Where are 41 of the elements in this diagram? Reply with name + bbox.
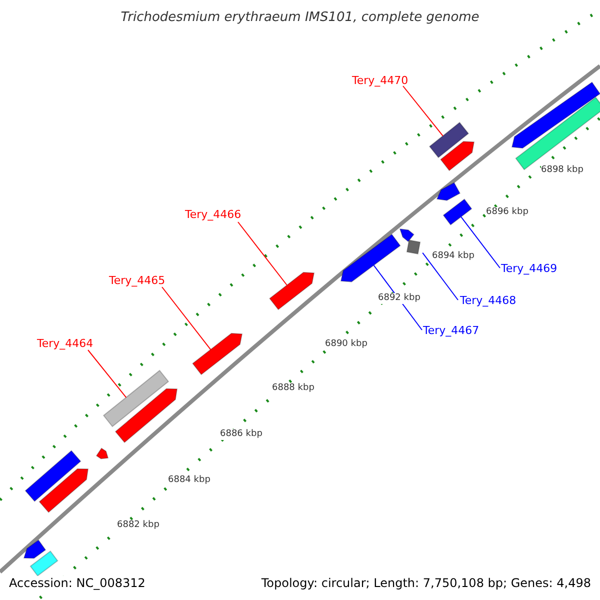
gene-bar [511, 82, 600, 149]
leader-line [162, 286, 212, 350]
position-label: 6888 kbp [272, 383, 314, 394]
gene-bar [406, 240, 421, 254]
gene-label: Tery_4470 [352, 74, 408, 87]
map-title: Trichodesmium erythraeum IMS101, complete genome [120, 9, 480, 27]
gene-bar [114, 388, 178, 444]
position-label: 6898 kbp [541, 165, 584, 176]
gene-label: Tery_4466 [185, 208, 242, 221]
position-label: 6890 kbp [325, 339, 368, 350]
gene-label: Tery_4469 [501, 262, 558, 275]
gene-bar [436, 182, 461, 201]
genome-info-text: Topology: circular; Length: 7,750,108 bp; Genes: 4,498 [261, 576, 591, 590]
gene-bar [23, 539, 46, 559]
gene-bar [192, 332, 243, 376]
gene-label: Tery_4467 [423, 324, 480, 337]
leader-line [422, 252, 458, 300]
leader-line [460, 216, 500, 268]
position-label: 6894 kbp [432, 251, 474, 262]
gene-label: Tery_4465 [109, 274, 166, 287]
gene-bar [428, 122, 470, 158]
gene-bar [269, 272, 315, 310]
gene-label: Tery_4468 [460, 294, 516, 307]
position-label: 6884 kbp [168, 475, 210, 486]
gene-label: Tery_4464 [37, 337, 94, 350]
gene-bar [440, 141, 475, 172]
position-label: 6892 kbp [378, 293, 420, 304]
gene-bar [399, 228, 414, 242]
gene-bar [102, 370, 170, 428]
position-label: 6882 kbp [117, 520, 160, 531]
leader-line [238, 222, 288, 286]
genome-info-text: Accession: NC_008312 [9, 576, 146, 590]
leader-line [88, 350, 127, 398]
gene-bar [38, 468, 89, 513]
gene-bar [24, 450, 82, 502]
position-label: 6896 kbp [486, 207, 528, 218]
gene-bar [96, 448, 109, 460]
gene-bar [340, 234, 401, 282]
gene-bar [442, 198, 472, 226]
leader-line [402, 86, 444, 136]
position-label: 6886 kbp [220, 429, 262, 440]
